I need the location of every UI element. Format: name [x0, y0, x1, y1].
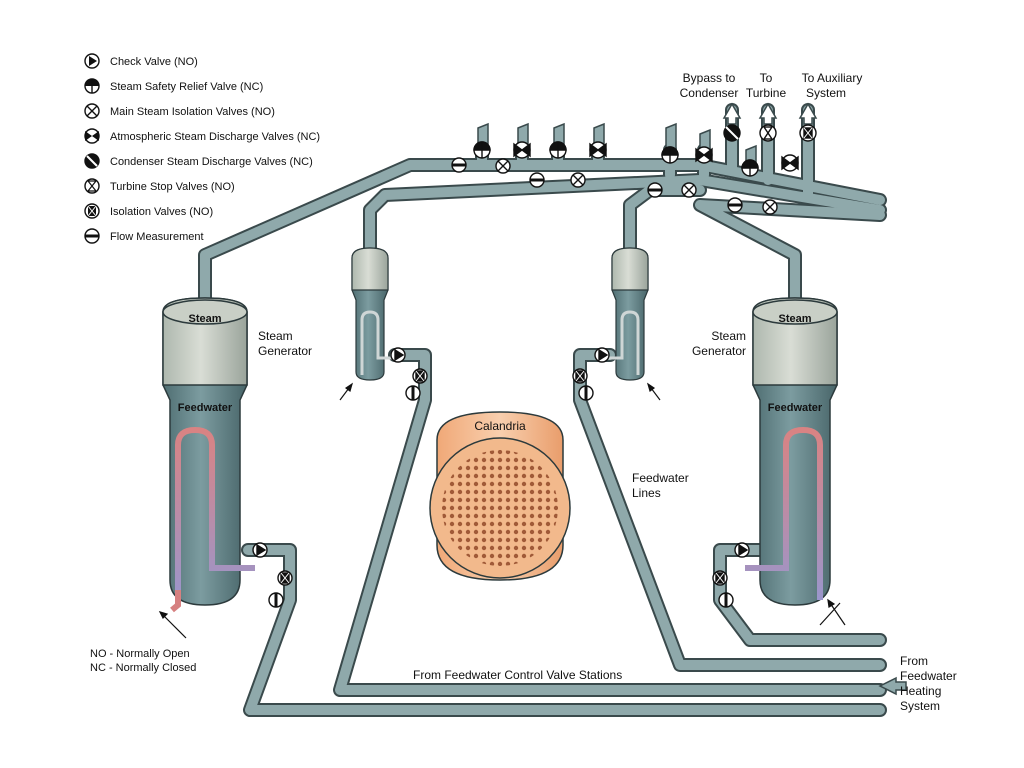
- isolation-valve-icon: [712, 570, 728, 586]
- legend-main-steam-isolation-valve: Main Steam Isolation Valves (NO): [84, 103, 275, 119]
- legend-turbine-stop-valve: Turbine Stop Valves (NO): [84, 178, 235, 194]
- bypass-line1: Bypass to: [683, 71, 736, 85]
- outlet-arrows: [722, 102, 818, 125]
- flow-measurement-icon: [451, 157, 467, 173]
- calandria-label: Calandria: [474, 419, 526, 433]
- left-sg-caption-line2: Generator: [258, 344, 312, 358]
- flow-measurement-icon: [578, 385, 594, 401]
- flow-measurement-icon: [529, 172, 545, 188]
- note-normally-closed: NC - Normally Closed: [90, 662, 196, 674]
- control-stations-label: From Feedwater Control Valve Stations: [413, 668, 622, 682]
- turbine-line1: To: [760, 71, 773, 85]
- heating-line1: From: [900, 654, 928, 668]
- svg-text:Condenser Steam Discharge Valv: Condenser Steam Discharge Valves (NC): [110, 156, 313, 168]
- right-sg-steam-label: Steam: [778, 313, 811, 325]
- pointer-arrows: [158, 382, 846, 639]
- check-valve-icon: [594, 347, 610, 363]
- check-valve-icon: [252, 542, 268, 558]
- inlet-arrow-icon: [878, 676, 907, 696]
- safety-relief-valve-icon: [549, 141, 567, 159]
- turbine-arrow-icon: [758, 102, 778, 125]
- legend-condenser-discharge-valve: Condenser Steam Discharge Valves (NC): [84, 153, 313, 169]
- steam-generator-right: [745, 297, 838, 606]
- main-steam-isolation-valve-icon: [570, 172, 586, 188]
- svg-text:Main Steam Isolation Valves (N: Main Steam Isolation Valves (NO): [110, 106, 275, 118]
- condenser-discharge-valve-icon: [723, 124, 741, 142]
- legend-safety-relief-valve: Steam Safety Relief Valve (NC): [84, 78, 263, 94]
- right-sg-feedwater-label: Feedwater: [768, 402, 823, 414]
- atmospheric-discharge-valve-icon: [695, 146, 713, 164]
- isolation-valve-icon: [572, 368, 588, 384]
- valves: [252, 124, 817, 608]
- main-steam-isolation-valve-icon: [681, 182, 697, 198]
- isolation-valve-icon: [277, 570, 293, 586]
- check-valve-icon: [390, 347, 406, 363]
- steam-generator-left: [162, 297, 255, 613]
- check-valve-icon: [734, 542, 750, 558]
- svg-text:Atmospheric Steam Discharge Va: Atmospheric Steam Discharge Valves (NC): [110, 131, 320, 143]
- bypass-line2: Condenser: [680, 86, 739, 100]
- heating-line4: System: [900, 699, 940, 713]
- isolation-valve-icon: [799, 124, 817, 142]
- aux-line1: To Auxiliary: [802, 71, 863, 85]
- heating-line2: Feedwater: [900, 669, 957, 683]
- right-sg-caption-line2: Generator: [692, 344, 746, 358]
- steam-generator-small-left: [351, 247, 395, 381]
- atmospheric-discharge-valve-icon: [589, 141, 607, 159]
- turbine-stop-valve-icon: [759, 124, 777, 142]
- main-steam-isolation-valve-icon: [762, 199, 778, 215]
- heating-line3: Heating: [900, 684, 941, 698]
- calandria: [429, 411, 571, 581]
- atmospheric-discharge-valve-icon: [513, 141, 531, 159]
- svg-text:Steam Safety Relief Valve (NC): Steam Safety Relief Valve (NC): [110, 81, 263, 93]
- flow-measurement-icon: [727, 197, 743, 213]
- legend-isolation-valve: Isolation Valves (NO): [84, 203, 213, 219]
- main-steam-isolation-valve-icon: [495, 158, 511, 174]
- flow-measurement-icon: [647, 182, 663, 198]
- safety-relief-valve-icon: [741, 159, 759, 177]
- svg-text:Check Valve (NO): Check Valve (NO): [110, 56, 198, 68]
- aux-arrow-icon: [798, 102, 818, 125]
- labels: NO - Normally Open NC - Normally Closed …: [90, 71, 957, 713]
- legend: Check Valve (NO) Steam Safety Relief Val…: [84, 53, 320, 244]
- bypass-arrow-icon: [722, 102, 742, 125]
- flow-measurement-icon: [268, 592, 284, 608]
- feedwater-lines-line1: Feedwater: [632, 471, 689, 485]
- left-sg-caption-line1: Steam: [258, 329, 293, 343]
- svg-text:Isolation Valves (NO): Isolation Valves (NO): [110, 206, 213, 218]
- safety-relief-valve-icon: [661, 146, 679, 164]
- aux-line2: System: [806, 86, 846, 100]
- svg-text:Flow Measurement: Flow Measurement: [110, 231, 204, 243]
- safety-relief-valve-icon: [473, 141, 491, 159]
- feedwater-lines-line2: Lines: [632, 486, 661, 500]
- note-normally-open: NO - Normally Open: [90, 648, 190, 660]
- right-sg-caption-line1: Steam: [711, 329, 746, 343]
- legend-check-valve: Check Valve (NO): [84, 53, 198, 69]
- steam-generator-small-right: [608, 247, 649, 381]
- legend-atmospheric-discharge-valve: Atmospheric Steam Discharge Valves (NC): [84, 128, 320, 144]
- svg-text:Turbine Stop Valves (NO): Turbine Stop Valves (NO): [110, 181, 235, 193]
- legend-flow-measurement: Flow Measurement: [84, 228, 204, 244]
- isolation-valve-icon: [412, 368, 428, 384]
- left-sg-feedwater-label: Feedwater: [178, 402, 233, 414]
- flow-measurement-icon: [718, 592, 734, 608]
- flow-measurement-icon: [405, 385, 421, 401]
- atmospheric-discharge-valve-icon: [781, 154, 799, 172]
- turbine-line2: Turbine: [746, 86, 787, 100]
- left-sg-steam-label: Steam: [188, 313, 221, 325]
